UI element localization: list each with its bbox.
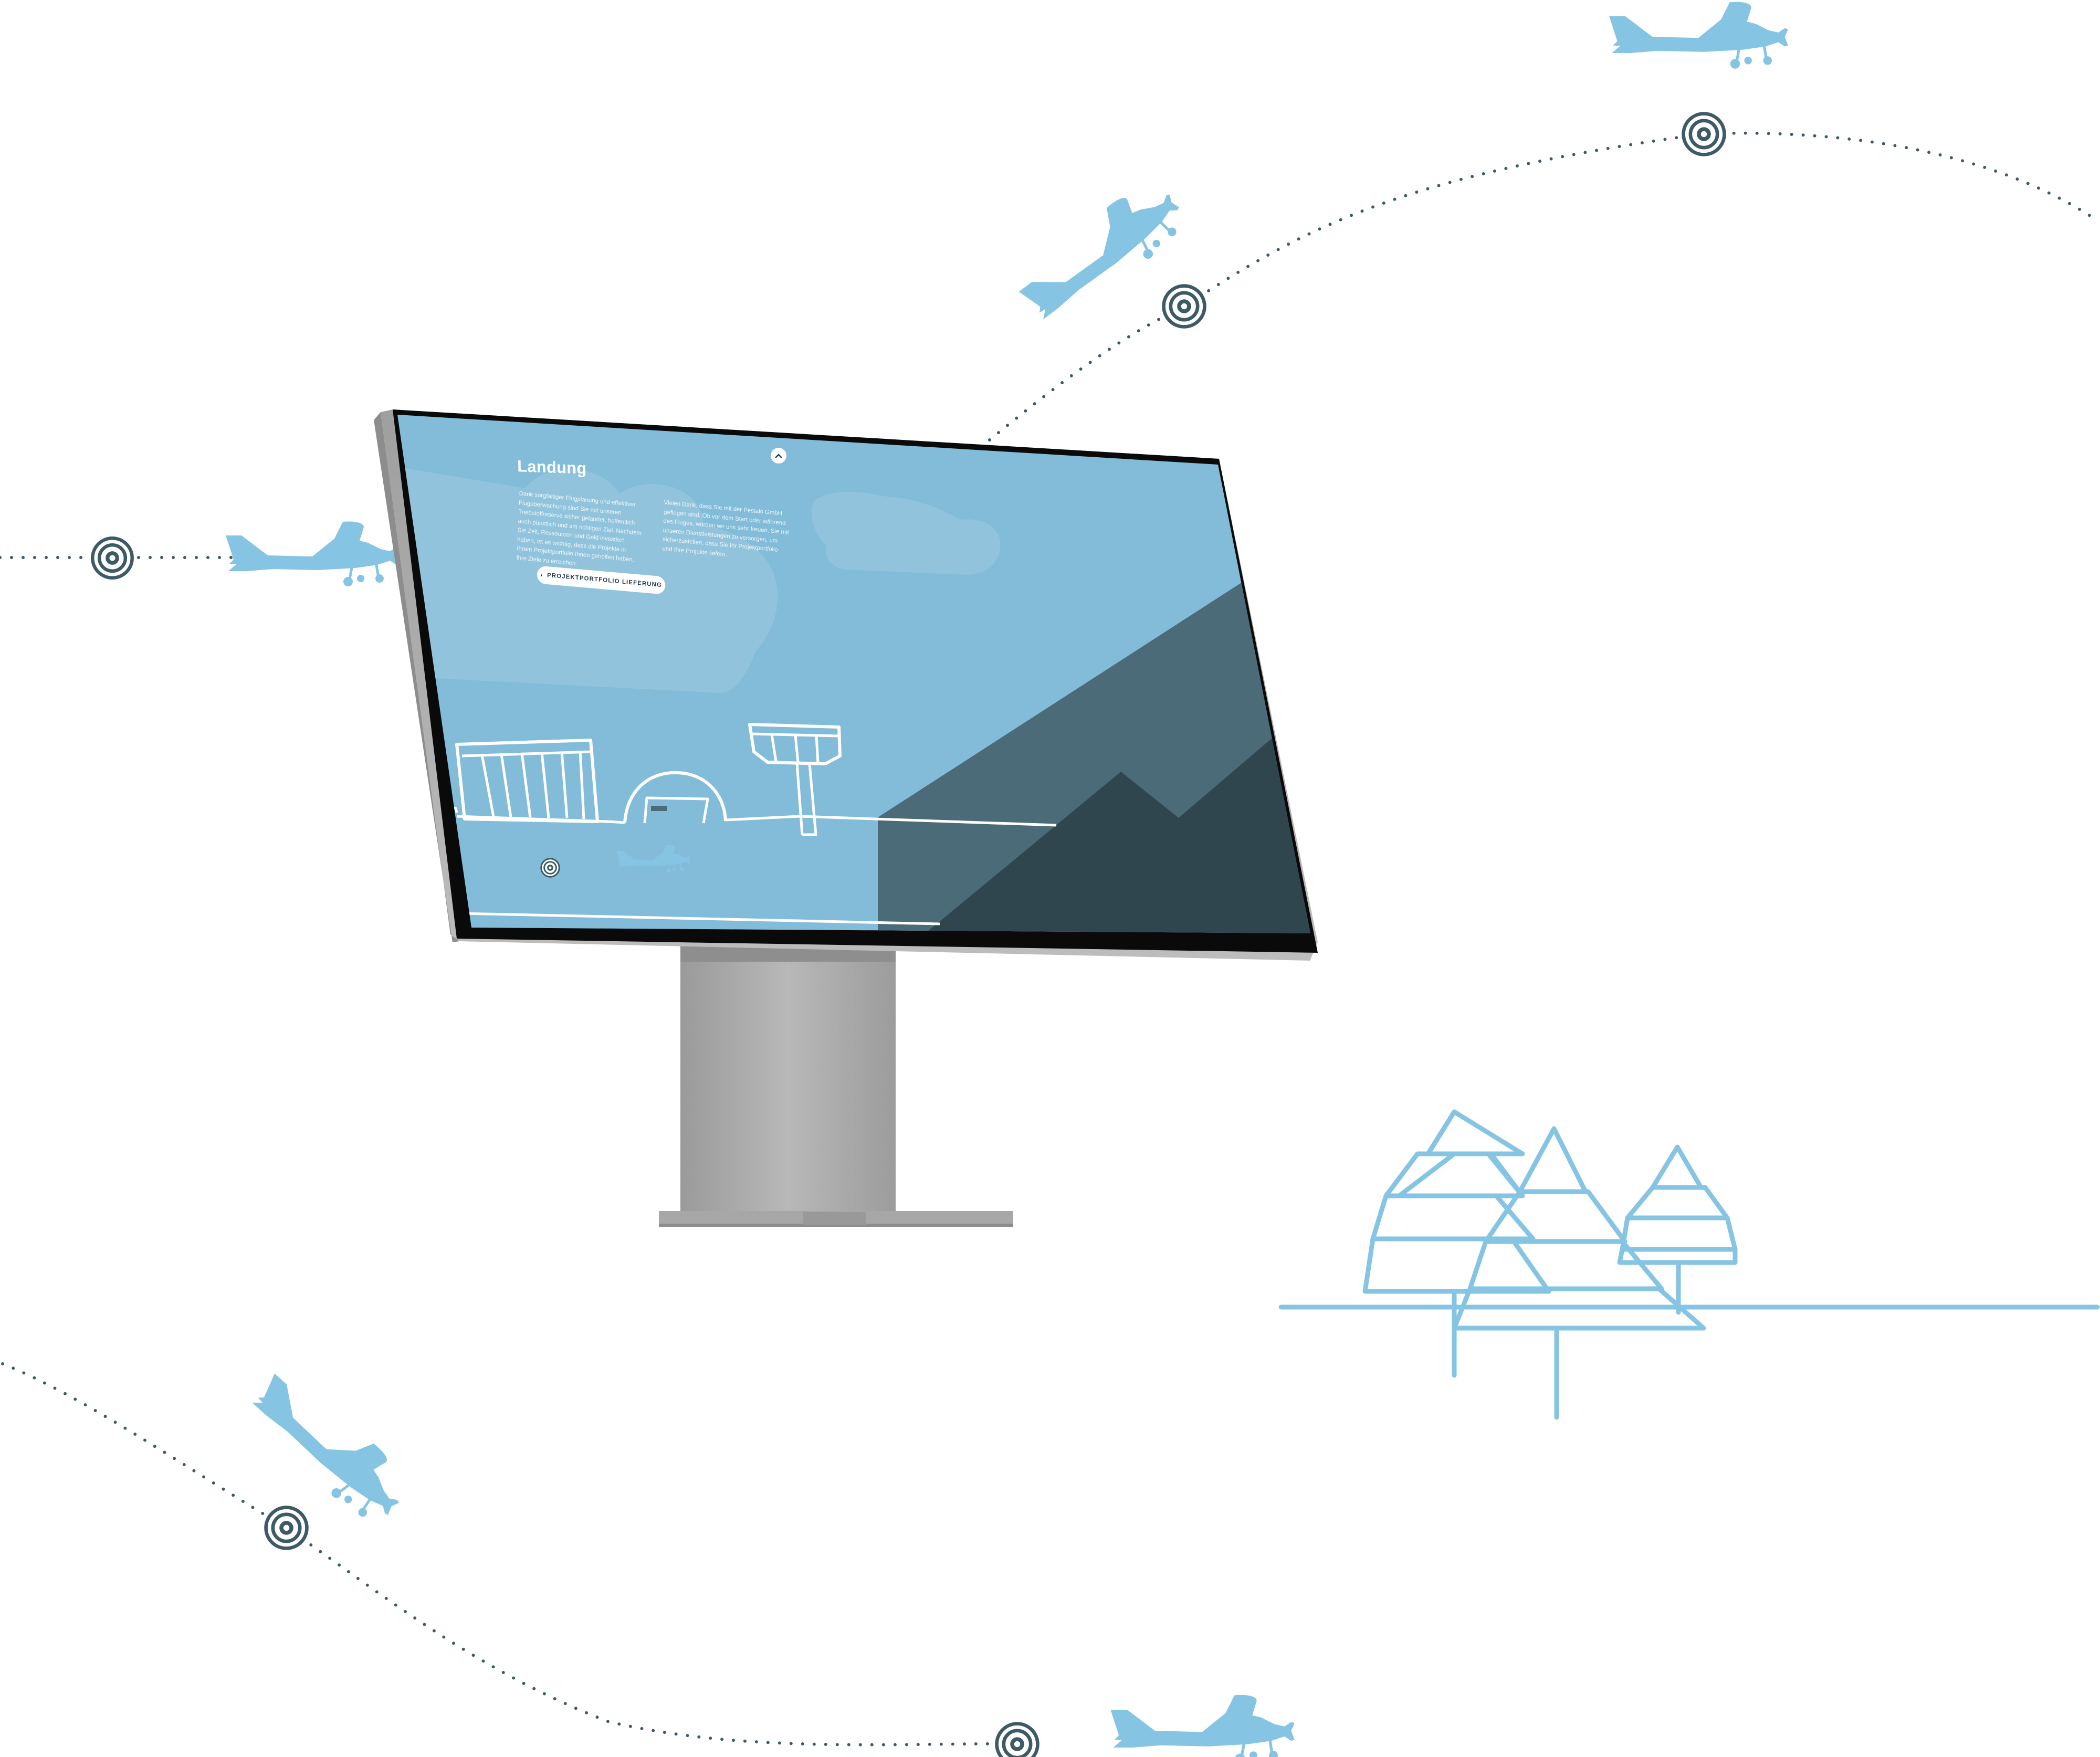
chevron-right-icon: › [540,571,543,579]
portfolio-delivery-label: PROJEKTPORTFOLIO LIEFERUNG [547,572,663,589]
target-icon [1684,114,1725,155]
cloud-shape [812,491,1001,575]
screen-paragraph-right: Vielen Dank, dass Sie mit der Pestalo Gm… [662,499,789,558]
chevron-up-icon [775,454,782,458]
trees-illustration [1278,1109,2100,1420]
target-icon [266,1508,307,1549]
screen-title: Landung [517,457,587,478]
target-icon [540,858,560,878]
screen-content [397,415,1310,933]
route-bottom [1,1362,1025,1747]
tree-icon [1617,1144,1738,1315]
target-icon [1164,286,1205,327]
target-icon [997,1724,1038,1757]
airplane-icon [226,521,400,586]
route-top [988,131,2099,441]
scroll-top-button[interactable] [771,448,786,464]
airplane-icon [1609,2,1788,69]
monitor-stand [659,946,1013,1227]
screen-paragraph-left: Dank sorgfältiger Flugplanung und effekt… [516,490,642,567]
airplane-icon [1110,1695,1294,1757]
tree-icon [1452,1126,1706,1420]
airplane-icon [239,1363,417,1532]
target-icon [92,538,132,577]
tree-icon [1362,1109,1551,1378]
route-lines [0,131,2099,1747]
mountain-front [924,735,1310,933]
